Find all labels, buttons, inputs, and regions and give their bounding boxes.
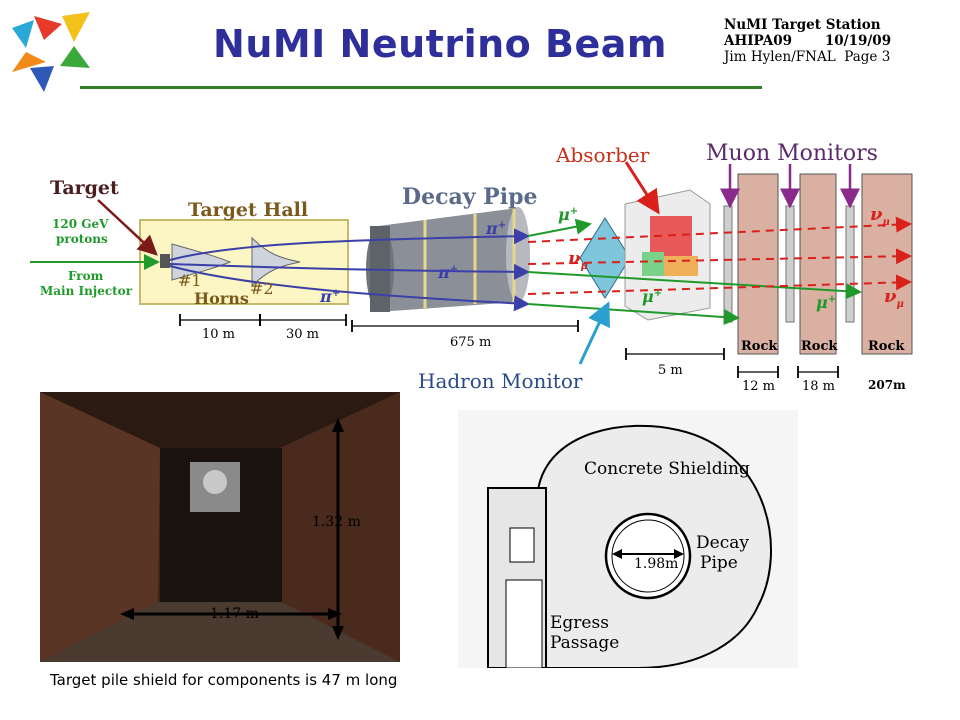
label-muon-monitors: Muon Monitors bbox=[706, 141, 878, 166]
logo-shape-darkblue bbox=[30, 66, 54, 92]
label-energy-2: protons bbox=[56, 232, 108, 246]
neutrino-track-lower bbox=[527, 274, 912, 295]
rock-slab-2 bbox=[799, 173, 837, 355]
label-pion-3: π+ bbox=[319, 287, 340, 306]
logo-center bbox=[40, 42, 60, 62]
label-decay-line2: Pipe bbox=[700, 553, 738, 573]
horn-2-drawing bbox=[251, 236, 301, 288]
label-neutrino-3: νμ bbox=[884, 286, 904, 310]
label-rock-2: Rock bbox=[801, 339, 838, 354]
egress-door bbox=[505, 579, 543, 668]
label-dim-675m: 675 m bbox=[450, 335, 491, 350]
pion-track-middle bbox=[169, 263, 530, 280]
pion-track-upper bbox=[169, 228, 530, 261]
photo-width-label: 1.17 m bbox=[210, 606, 259, 622]
title-underline bbox=[80, 86, 762, 89]
label-pion-2: π+ bbox=[437, 263, 458, 282]
shielding-cross-section: Concrete Shielding Decay Pipe 1.98m Egre… bbox=[458, 410, 798, 668]
label-dim-10m: 10 m bbox=[202, 327, 235, 342]
header-author-page: Jim Hylen/FNAL Page 3 bbox=[724, 49, 891, 65]
label-rock-1: Rock bbox=[741, 339, 778, 354]
label-hadron-monitor: Hadron Monitor bbox=[418, 369, 583, 393]
header-conference-date: AHIPA09 10/19/09 bbox=[724, 33, 892, 49]
logo-shape-green bbox=[60, 46, 90, 68]
muon-track-middle bbox=[527, 271, 862, 300]
label-dim-207m: 207m bbox=[868, 378, 906, 392]
slide-title: NuMI Neutrino Beam bbox=[213, 22, 667, 66]
label-concrete-shielding: Concrete Shielding bbox=[584, 459, 750, 479]
label-target-hall: Target Hall bbox=[188, 199, 308, 221]
beamline-diagram: Target 120 GeV protons From Main Injecto… bbox=[30, 141, 913, 394]
target-drawing bbox=[160, 254, 170, 268]
muon-track-lower bbox=[527, 303, 740, 326]
label-dim-5m: 5 m bbox=[658, 363, 683, 378]
hadron-monitor-drawing bbox=[579, 217, 631, 299]
photo-caption: Target pile shield for components is 47 … bbox=[50, 671, 398, 689]
hadron-monitor-pointer-arrow bbox=[578, 301, 610, 365]
numi-logo bbox=[12, 12, 90, 92]
label-neutrino-2: νμ bbox=[870, 204, 890, 228]
label-dim-30m: 30 m bbox=[286, 327, 319, 342]
target-pointer-arrow bbox=[97, 199, 158, 256]
label-neutrino-1: νμ bbox=[568, 248, 588, 272]
photo-dimension-arrows bbox=[124, 422, 340, 636]
label-muon-1: μ+ bbox=[558, 205, 578, 224]
target-pile-photo: 1.32 m 1.17 m bbox=[40, 392, 400, 662]
neutrino-track-middle bbox=[527, 248, 912, 265]
label-muon-3: μ+ bbox=[816, 293, 836, 312]
label-dim-18m: 18 m bbox=[802, 379, 835, 394]
pion-track-lower bbox=[169, 265, 530, 312]
neutrino-track-upper bbox=[527, 216, 912, 243]
label-rock-3: Rock bbox=[868, 339, 905, 354]
label-decay-line1: Decay bbox=[696, 533, 749, 553]
label-diameter: 1.98m bbox=[634, 556, 678, 572]
photo-height-label: 1.32 m bbox=[312, 514, 361, 530]
absorber-drawing bbox=[624, 189, 711, 321]
label-target: Target bbox=[50, 177, 119, 199]
label-from-2: Main Injector bbox=[40, 284, 133, 298]
label-egress-line2: Passage bbox=[550, 633, 619, 653]
logo-shape-orange bbox=[12, 52, 46, 72]
decay-pipe-circle bbox=[604, 512, 692, 600]
muon-track-upper bbox=[527, 218, 592, 237]
logo-shape-red bbox=[34, 16, 62, 40]
label-energy-1: 120 GeV bbox=[52, 217, 109, 231]
label-absorber: Absorber bbox=[555, 143, 650, 167]
label-from-1: From bbox=[68, 269, 104, 283]
logo-shape-yellow bbox=[62, 12, 90, 42]
rock-slab-1 bbox=[737, 173, 779, 355]
label-horn-1: #1 bbox=[178, 271, 202, 290]
label-pion-1: π+ bbox=[485, 219, 506, 238]
absorber-pointer-arrow bbox=[624, 161, 660, 215]
label-dim-12m: 12 m bbox=[742, 379, 775, 394]
decay-pipe-inner bbox=[611, 519, 685, 593]
vent-grille bbox=[509, 527, 535, 563]
dimension-lines bbox=[179, 314, 839, 378]
label-horns: Horns bbox=[194, 289, 249, 308]
rock-slab-3 bbox=[861, 173, 913, 355]
label-horn-2: #2 bbox=[250, 279, 274, 298]
label-muon-2: μ+ bbox=[642, 287, 662, 306]
label-decay-pipe: Decay Pipe bbox=[402, 184, 537, 210]
header-station: NuMI Target Station bbox=[724, 17, 881, 33]
logo-shape-blue bbox=[12, 20, 34, 48]
label-egress-line1: Egress bbox=[550, 613, 609, 633]
